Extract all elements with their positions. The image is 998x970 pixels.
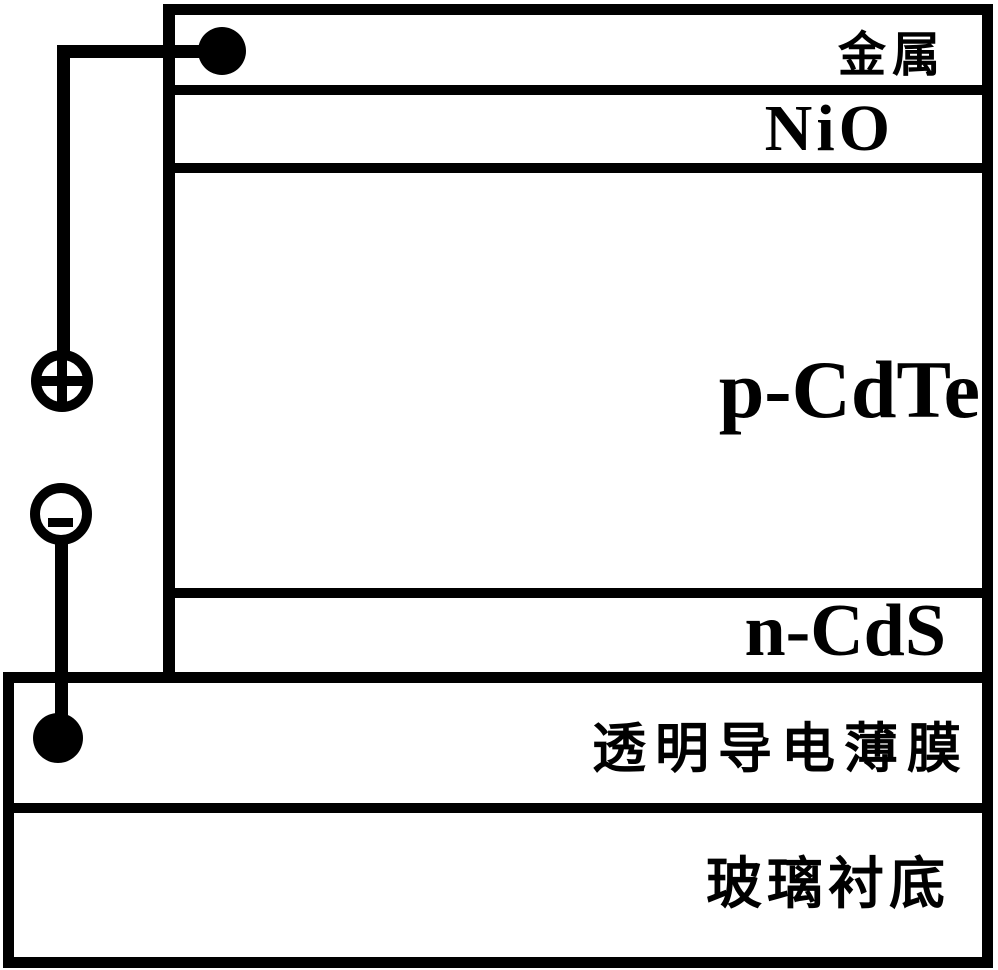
minus-bar	[48, 518, 73, 527]
negative-terminal-icon	[30, 483, 92, 545]
layer-transparent-conductive-film: 透明导电薄膜	[14, 683, 982, 813]
layer-p-cdte: p-CdTe	[175, 173, 982, 598]
layer-metal-label: 金属	[837, 27, 946, 84]
metal-contact-dot	[198, 27, 246, 75]
layer-nio-label: NiO	[764, 92, 894, 166]
tco-contact-dot	[33, 713, 83, 763]
layer-glass-substrate: 玻璃衬底	[14, 813, 982, 957]
layer-metal: 金属	[175, 15, 982, 96]
device-stack-box: 金属 NiO p-CdTe n-CdS	[163, 4, 993, 672]
plus-vertical-bar	[57, 356, 67, 406]
wire-left-lower-vertical	[55, 543, 68, 723]
layer-n-cds: n-CdS	[175, 594, 982, 672]
layer-p-cdte-label: p-CdTe	[718, 344, 980, 436]
layer-transparent-conductive-film-label: 透明导电薄膜	[592, 716, 970, 780]
layer-n-cds-label: n-CdS	[744, 590, 946, 672]
wire-top-horizontal	[57, 45, 223, 58]
positive-terminal-icon	[31, 350, 93, 412]
layer-glass-substrate-label: 玻璃衬底	[706, 851, 950, 917]
layer-nio: NiO	[175, 92, 982, 173]
wire-left-upper-vertical	[57, 45, 70, 351]
substrate-box: 透明导电薄膜 玻璃衬底	[3, 672, 993, 968]
